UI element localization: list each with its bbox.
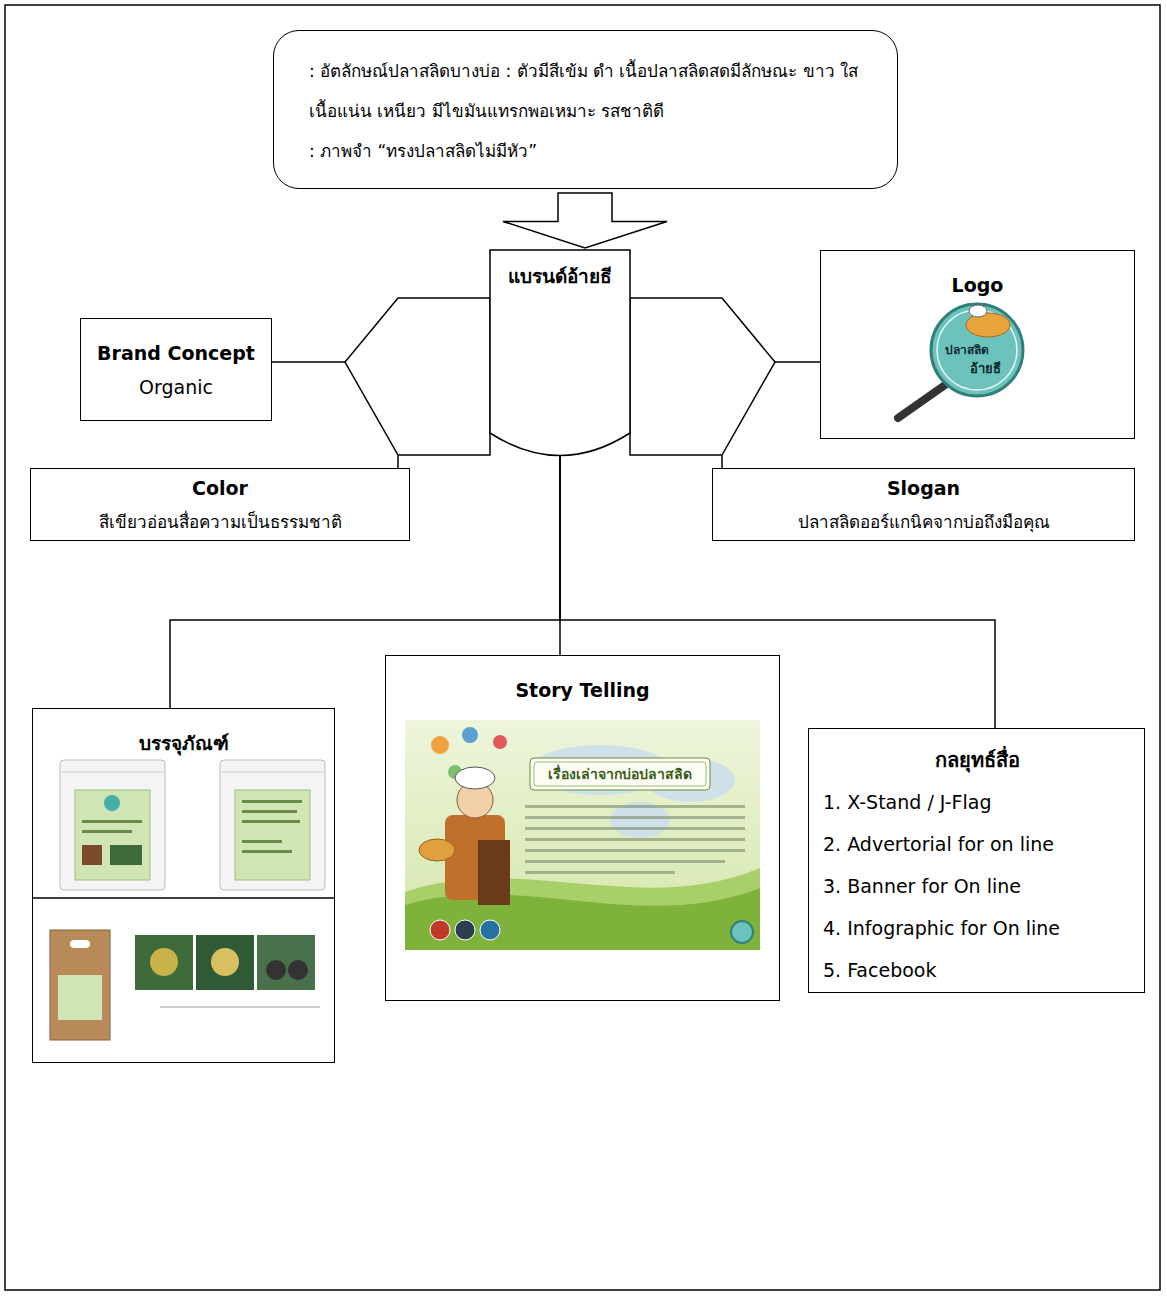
story-line [525,860,725,863]
packaging-box: บรรจุภัณฑ์ [32,708,335,1063]
connector-line [721,455,723,468]
bag-line [82,830,132,833]
fish-grill [478,840,510,905]
photo-detail [288,960,308,980]
bag-zip [222,772,323,773]
logo-word: ปลาสลิด [935,343,999,358]
bag-logo [104,795,120,811]
story-line [525,816,745,819]
box-heading: แบรนด์อ้ายธี [490,264,630,288]
chef-hat [969,305,987,317]
color-box: Color สีเขียวอ่อนสื่อความเป็นธรรมชาติ [30,468,410,541]
bag-line [242,820,300,823]
bag-handle [70,940,90,948]
ribbon-part [490,250,630,456]
bag-line [82,820,142,823]
story-box: Story Telling [385,655,780,1001]
logo-picture [898,304,1023,418]
bag-photo [110,845,142,865]
photo-detail [211,948,239,976]
block-arrow [503,193,667,248]
bag-line [242,810,297,813]
connector-line [170,455,560,708]
media-box: กลยุทธ์สื่อ 1. X-Stand / J-Flag2. Adverto… [808,728,1145,993]
fish-bag [220,760,325,890]
partner-logo [430,920,450,940]
fish-bag [60,760,165,890]
story-title: เรื่องเล่าจากบ่อปลาสลิด [530,758,710,790]
icon-dot [431,736,449,754]
box-heading: Brand Concept [97,341,255,365]
icon-dot [493,735,507,749]
story-line [525,827,745,830]
fish-figure [966,313,1010,337]
story-line [525,805,745,808]
concept-box: Brand ConceptOrganic [80,318,272,421]
brand-logo-small [731,921,753,943]
box-heading: Slogan [887,476,960,500]
media-item: 5. Facebook [823,949,1132,991]
ribbon-part [345,298,490,455]
identity-box: : อัตลักษณ์ปลาสลิดบางบ่อ : ตัวมีสีเข้ม ด… [273,30,898,189]
box-body: Organic [139,375,213,399]
bag-line [242,800,302,803]
icon-dot [462,727,478,743]
ribbon-part [630,298,775,455]
fish-figure [419,839,455,861]
story-line [525,849,745,852]
box-heading: บรรจุภัณฑ์ [139,731,229,755]
page-frame [5,5,1160,1290]
chef-hat [455,767,495,789]
title-banner [530,758,710,790]
box-body: ปลาสลิดออร์แกนิคจากบ่อถึงมือคุณ [798,510,1050,534]
bag-line [242,840,282,843]
bag-zip [62,772,163,773]
media-item: 2. Advertorial for on line [823,823,1132,865]
kraft-bag [50,930,110,1040]
partner-logo [455,920,475,940]
photo-detail [150,948,178,976]
story-ground [405,720,760,950]
photo-detail [266,960,286,980]
logo-word: อ้ายธี [955,361,1015,377]
slogan-box: Slogan ปลาสลิดออร์แกนิคจากบ่อถึงมือคุณ [712,468,1135,541]
product-photo [135,935,193,990]
pan-circle [931,304,1023,396]
box-body: : ภาพจำ “ทรงปลาสลิดไม่มีหัว” [309,131,877,171]
packaging-pictures [32,760,335,1040]
connector-line [775,361,820,363]
product-photo [196,935,254,990]
bag-label [235,790,310,880]
box-heading: Story Telling [515,678,649,702]
pan-handle [898,385,945,418]
identity-text: : อัตลักษณ์ปลาสลิดบางบ่อ : ตัวมีสีเข้ม ด… [309,51,877,131]
connector-line [272,361,345,363]
connector-line [397,455,399,468]
bag-photo [82,845,102,865]
box-heading: กลยุทธ์สื่อ [823,747,1132,773]
media-item: 1. X-Stand / J-Flag [823,781,1132,823]
brand-ribbon: แบรนด์อ้ายธี [345,248,775,455]
bag-line [242,850,292,853]
media-item: 4. Infographic for On line [823,907,1132,949]
partner-logo [480,920,500,940]
story-line [525,838,745,841]
story-picture [405,720,760,950]
bag-label [75,790,150,880]
box-heading: Logo [952,273,1004,297]
box-heading: Color [192,476,248,500]
box-body: สีเขียวอ่อนสื่อความเป็นธรรมชาติ [99,510,342,534]
product-photo [257,935,315,990]
bag-label [58,975,102,1020]
story-line [525,871,675,874]
media-item: 3. Banner for On line [823,865,1132,907]
thin-line [160,1007,320,1008]
divider-line [32,897,335,899]
